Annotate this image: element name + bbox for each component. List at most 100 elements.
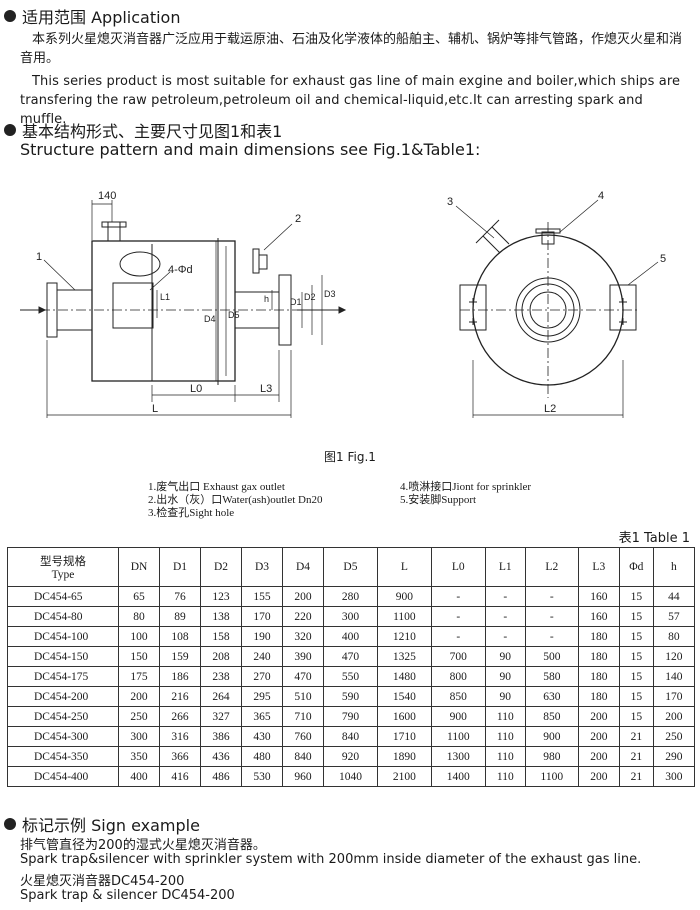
label-1: 1	[36, 251, 42, 263]
label-D1: D1	[290, 297, 302, 307]
table-cell: 350	[118, 746, 160, 767]
table-cell: 21	[618, 766, 654, 787]
table-cell: DC454-100	[7, 626, 119, 647]
label-2: 2	[295, 213, 301, 225]
type-header-cn: 型号规格	[40, 556, 86, 568]
table-cell: 470	[323, 646, 378, 667]
table-cell: 1890	[376, 746, 432, 767]
table-cell: 1325	[376, 646, 432, 667]
table-cell: 280	[323, 586, 378, 607]
table-cell: 290	[652, 746, 696, 767]
label-3: 3	[447, 196, 453, 208]
table-cell: 250	[652, 726, 696, 747]
table-cell: 300	[118, 726, 160, 747]
table-cell: -	[430, 626, 486, 647]
table-cell: 175	[118, 666, 160, 687]
table-cell: 1540	[376, 686, 432, 707]
table-cell: 80	[652, 626, 696, 647]
table-cell: 216	[159, 686, 201, 707]
table-cell: 21	[618, 726, 654, 747]
table-cell: 900	[376, 586, 432, 607]
structure-subtitle: Structure pattern and main dimensions se…	[20, 140, 481, 159]
table-cell: 15	[618, 586, 654, 607]
legend-item: 4.喷淋接口Jiont for sprinkler	[400, 481, 532, 493]
table-cell: 1480	[376, 666, 432, 687]
table-cell: 200	[577, 746, 620, 767]
label-D3: D3	[324, 289, 336, 299]
column-header: D1	[159, 547, 201, 587]
table-cell: 100	[118, 626, 160, 647]
table-cell: 530	[241, 766, 283, 787]
table-cell: DC454-300	[7, 726, 119, 747]
table-cell: -	[484, 606, 526, 627]
table-cell: 44	[652, 586, 696, 607]
label-L: L	[152, 403, 158, 415]
table-cell: 400	[118, 766, 160, 787]
table-cell: 15	[618, 686, 654, 707]
table-cell: 160	[577, 606, 620, 627]
table-cell: -	[524, 626, 579, 647]
table-cell: 170	[652, 686, 696, 707]
side-view	[20, 200, 347, 418]
table-cell: 900	[524, 726, 579, 747]
legend-item: 1.废气出口 Exhaust gax outlet	[148, 481, 285, 493]
legend-item: 5.安装脚Support	[400, 494, 477, 506]
table-cell: 316	[159, 726, 201, 747]
table-cell: 840	[323, 726, 378, 747]
table-cell: 850	[524, 706, 579, 727]
table-cell: 1300	[430, 746, 486, 767]
sign-title: 标记示例 Sign example	[22, 816, 200, 835]
label-D5: D5	[228, 310, 240, 320]
table-cell: 1710	[376, 726, 432, 747]
column-header: L0	[430, 547, 486, 587]
table-cell: 200	[577, 726, 620, 747]
label-holes: 4-Φd	[168, 264, 193, 276]
table-cell: 15	[618, 626, 654, 647]
table-cell: 15	[618, 706, 654, 727]
table-cell: 180	[577, 646, 620, 667]
label-5: 5	[660, 253, 666, 265]
table-cell: 480	[241, 746, 283, 767]
table-cell: 90	[484, 666, 526, 687]
table-cell: 180	[577, 666, 620, 687]
application-en-text: This series product is most suitable for…	[20, 74, 681, 127]
table-cell: 1100	[430, 726, 486, 747]
table-cell: 760	[282, 726, 324, 747]
table-cell: 190	[241, 626, 283, 647]
type-header: 型号规格 Type	[7, 547, 119, 587]
table-cell: 15	[618, 646, 654, 667]
table-cell: 240	[241, 646, 283, 667]
table-cell: DC454-80	[7, 606, 119, 627]
table-cell: 89	[159, 606, 201, 627]
table-cell: 700	[430, 646, 486, 667]
table-cell: 15	[618, 606, 654, 627]
table-cell: 300	[323, 606, 378, 627]
table-cell: -	[430, 586, 486, 607]
table-cell: 390	[282, 646, 324, 667]
sign-heading: 标记示例 Sign example	[4, 812, 200, 836]
table-cell: 200	[652, 706, 696, 727]
table-cell: 366	[159, 746, 201, 767]
table-cell: 270	[241, 666, 283, 687]
table-cell: 123	[200, 586, 242, 607]
column-header: D5	[323, 547, 378, 587]
column-header: D2	[200, 547, 242, 587]
table-cell: 238	[200, 666, 242, 687]
column-header: DN	[118, 547, 160, 587]
table-cell: 630	[524, 686, 579, 707]
table-cell: 840	[282, 746, 324, 767]
table-cell: 470	[282, 666, 324, 687]
table-cell: 2100	[376, 766, 432, 787]
label-L0: L0	[190, 383, 202, 395]
table-cell: DC454-65	[7, 586, 119, 607]
table-cell: 590	[323, 686, 378, 707]
table-cell: 220	[282, 606, 324, 627]
table-cell: 180	[577, 626, 620, 647]
